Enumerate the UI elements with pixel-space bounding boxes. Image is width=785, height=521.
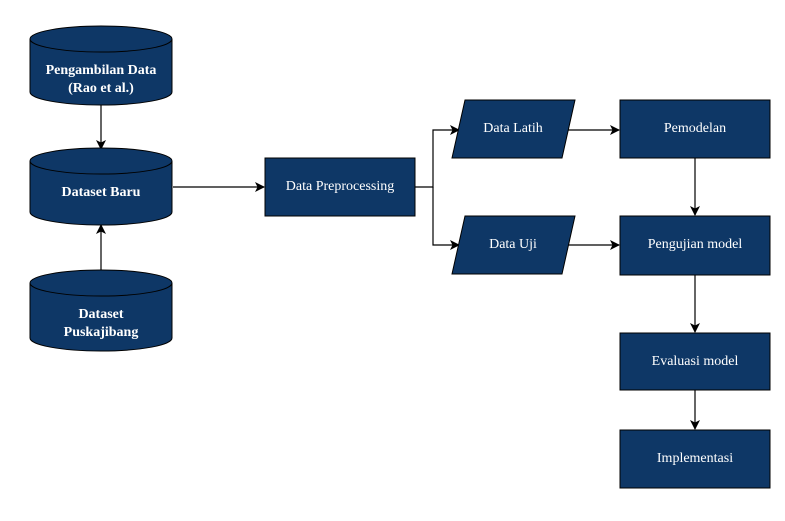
dataset-puskajibang-cylinder: Dataset Puskajibang <box>29 269 173 352</box>
pengambilan-data-label-line1: Pengambilan Data <box>46 63 157 78</box>
pengambilan-data-cylinder: Pengambilan Data (Rao et al.) <box>29 25 173 106</box>
dataset-puskajibang-label-line1: Dataset <box>78 307 123 322</box>
data-uji-parallelogram: Data Uji <box>451 215 576 275</box>
data-latih-parallelogram: Data Latih <box>451 99 576 159</box>
pengujian-model-label: Pengujian model <box>648 237 743 252</box>
edge-preprocessing-to-data-uji <box>432 187 460 250</box>
data-preprocessing-box: Data Preprocessing <box>264 157 416 217</box>
implementasi-label: Implementasi <box>657 451 733 466</box>
edge-preprocessing-to-data-latih <box>415 125 460 188</box>
dataset-baru-cylinder: Dataset Baru <box>29 147 173 226</box>
implementasi-box: Implementasi <box>619 429 771 489</box>
data-latih-label: Data Latih <box>483 121 542 136</box>
pengujian-model-box: Pengujian model <box>619 215 771 276</box>
dataset-puskajibang-label-line2: Puskajibang <box>64 325 139 340</box>
pemodelan-box: Pemodelan <box>619 99 771 159</box>
dataset-baru-label: Dataset Baru <box>62 185 141 200</box>
evaluasi-model-box: Evaluasi model <box>619 332 771 391</box>
edges <box>96 105 700 430</box>
pengambilan-data-label-line2: (Rao et al.) <box>68 81 134 96</box>
evaluasi-model-label: Evaluasi model <box>652 354 739 369</box>
data-uji-label: Data Uji <box>489 237 537 252</box>
data-preprocessing-label: Data Preprocessing <box>286 179 394 194</box>
pemodelan-label: Pemodelan <box>664 121 726 136</box>
